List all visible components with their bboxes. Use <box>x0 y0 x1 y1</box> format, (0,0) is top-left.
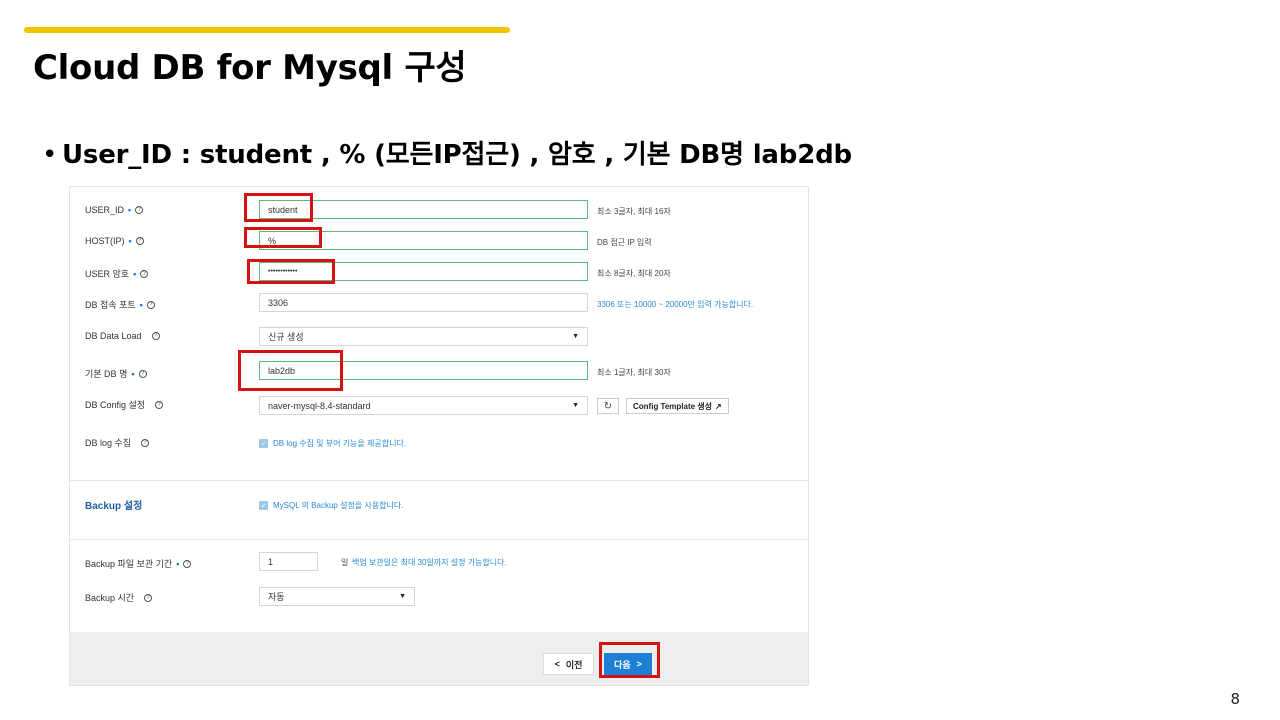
help-icon[interactable]: ? <box>144 593 153 602</box>
user-password-input[interactable]: •••••••••••• <box>259 262 588 281</box>
db-log-check-text: DB log 수집 및 뷰어 기능을 제공합니다. <box>273 439 407 448</box>
checkbox-checked-icon[interactable]: ✓ <box>259 501 268 510</box>
db-log-option[interactable]: ✓ DB log 수집 및 뷰어 기능을 제공합니다. <box>259 438 406 449</box>
highlight-user-id <box>244 193 313 222</box>
backup-retention-unit: 일 <box>341 558 349 567</box>
db-data-load-select[interactable]: 신규 생성 ▼ <box>259 327 588 346</box>
host-ip-hint: DB 접근 IP 입력 <box>597 238 652 247</box>
next-button-label: 다음 <box>614 659 631 670</box>
external-link-icon: ↗ <box>715 401 722 411</box>
db-data-load-label-text: DB Data Load <box>85 331 142 341</box>
db-config-select[interactable]: naver-mysql-8.4-standard ▼ <box>259 396 588 415</box>
db-port-input[interactable]: 3306 <box>259 293 588 312</box>
title-accent-bar <box>24 27 510 33</box>
backup-retention-hint: 백업 보관일은 최대 30일까지 설정 가능합니다. <box>352 558 507 567</box>
chevron-down-icon: ▼ <box>572 402 579 409</box>
help-icon[interactable]: ? <box>140 269 149 278</box>
user-id-label-text: USER_ID <box>85 205 125 215</box>
chevron-right-icon: > <box>636 659 642 669</box>
host-ip-label: HOST(IP) • ? <box>85 236 144 246</box>
db-config-value: naver-mysql-8.4-standard <box>268 400 371 411</box>
backup-section-title: Backup 설정 <box>85 501 143 512</box>
user-id-label: USER_ID • ? <box>85 205 144 215</box>
user-id-hint: 최소 3글자, 최대 16자 <box>597 207 671 216</box>
backup-time-select[interactable]: 자동 ▼ <box>259 587 415 606</box>
help-icon[interactable]: ? <box>138 369 147 378</box>
prev-button[interactable]: < 이전 <box>543 653 594 675</box>
section-divider <box>70 480 808 481</box>
required-marker: • <box>176 558 180 569</box>
section-divider <box>70 539 808 540</box>
help-icon[interactable]: ? <box>135 206 144 214</box>
required-marker: • <box>128 205 132 215</box>
backup-option[interactable]: ✓ MySQL 의 Backup 설정을 사용합니다. <box>259 500 403 511</box>
host-ip-input[interactable]: % <box>259 231 588 250</box>
default-db-label: 기본 DB 명 • ? <box>85 367 147 380</box>
backup-retention-label-text: Backup 파일 보관 기간 <box>85 559 173 569</box>
host-ip-label-text: HOST(IP) <box>85 236 125 246</box>
highlight-password <box>247 259 335 284</box>
help-icon[interactable]: ? <box>141 438 150 447</box>
required-marker: • <box>133 268 137 279</box>
db-data-load-label: DB Data Load ? <box>85 331 160 341</box>
highlight-default-db <box>238 350 343 391</box>
db-data-load-value: 신규 생성 <box>268 332 304 342</box>
db-log-label: DB log 수집 ? <box>85 436 150 449</box>
refresh-button[interactable]: ↻ <box>597 398 619 414</box>
next-button[interactable]: 다음 > <box>604 653 652 675</box>
default-db-label-text: 기본 DB 명 <box>85 369 128 379</box>
highlight-host-ip <box>244 227 322 248</box>
db-port-label: DB 접속 포트 • ? <box>85 298 155 311</box>
chevron-down-icon: ▼ <box>572 333 579 340</box>
help-icon[interactable]: ? <box>183 559 192 568</box>
prev-button-label: 이전 <box>565 659 583 670</box>
checkbox-checked-icon[interactable]: ✓ <box>259 439 268 448</box>
backup-retention-label: Backup 파일 보관 기간 • ? <box>85 557 192 570</box>
config-template-button[interactable]: Config Template 생성 ↗ <box>626 398 729 414</box>
slide-title: Cloud DB for Mysql 구성 <box>33 48 467 88</box>
help-icon[interactable]: ? <box>135 237 144 245</box>
page-number: 8 <box>1230 690 1240 708</box>
backup-retention-input[interactable]: 1 <box>259 552 318 571</box>
db-settings-panel: USER_ID • ? student 최소 3글자, 최대 16자 HOST(… <box>69 186 809 686</box>
refresh-icon: ↻ <box>603 400 613 412</box>
user-id-input[interactable]: student <box>259 200 588 219</box>
user-password-label-text: USER 암호 <box>85 269 130 279</box>
help-icon[interactable]: ? <box>155 400 164 409</box>
required-marker: • <box>131 368 135 379</box>
db-log-label-text: DB log 수집 <box>85 438 132 448</box>
chevron-left-icon: < <box>554 659 560 669</box>
user-password-label: USER 암호 • ? <box>85 267 149 280</box>
help-icon[interactable]: ? <box>146 300 155 309</box>
required-marker: • <box>128 236 132 246</box>
form-footer <box>70 632 808 685</box>
backup-time-value: 자동 <box>268 592 285 602</box>
backup-time-label: Backup 시간 ? <box>85 591 153 604</box>
default-db-hint: 최소 1글자, 최대 30자 <box>597 368 671 377</box>
config-template-label: Config Template 생성 <box>633 401 713 411</box>
db-config-label-text: DB Config 설정 <box>85 400 146 410</box>
chevron-down-icon: ▼ <box>399 593 406 600</box>
highlight-next-button <box>599 642 660 678</box>
bullet-text: User_ID : student , % (모든IP접근) , 암호 , 기본… <box>62 140 852 170</box>
user-password-hint: 최소 8글자, 최대 20자 <box>597 269 671 278</box>
db-config-label: DB Config 설정 ? <box>85 398 164 411</box>
db-port-hint: 3306 또는 10000 ~ 20000만 입력 가능합니다. <box>597 300 754 309</box>
bullet-marker: • <box>42 140 58 170</box>
help-icon[interactable]: ? <box>151 332 160 340</box>
db-port-label-text: DB 접속 포트 <box>85 300 136 310</box>
backup-time-label-text: Backup 시간 <box>85 593 135 603</box>
required-marker: • <box>139 299 143 310</box>
backup-check-text: MySQL 의 Backup 설정을 사용합니다. <box>273 501 404 510</box>
bullet-line: •User_ID : student , % (모든IP접근) , 암호 , 기… <box>42 134 852 171</box>
